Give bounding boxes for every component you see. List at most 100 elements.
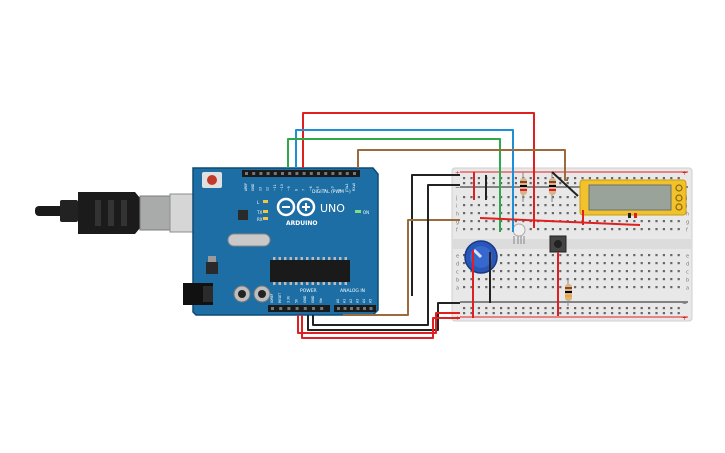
breadboard-hole[interactable]: [514, 212, 517, 215]
breadboard-hole[interactable]: [603, 270, 606, 273]
breadboard-hole[interactable]: [477, 278, 480, 281]
breadboard-hole[interactable]: [581, 286, 584, 289]
breadboard-hole[interactable]: [559, 182, 562, 185]
breadboard-hole[interactable]: [596, 270, 599, 273]
breadboard-hole[interactable]: [551, 270, 554, 273]
breadboard-hole[interactable]: [611, 312, 614, 315]
breadboard-hole[interactable]: [507, 177, 510, 180]
breadboard-hole[interactable]: [514, 177, 517, 180]
breadboard-hole[interactable]: [640, 270, 643, 273]
breadboard-hole[interactable]: [485, 307, 488, 310]
breadboard-hole[interactable]: [492, 278, 495, 281]
breadboard-hole[interactable]: [588, 307, 591, 310]
breadboard-hole[interactable]: [611, 286, 614, 289]
breadboard-hole[interactable]: [500, 196, 503, 199]
breadboard-hole[interactable]: [648, 254, 651, 257]
breadboard-hole[interactable]: [507, 204, 510, 207]
breadboard-hole[interactable]: [485, 278, 488, 281]
digital-pin-hole[interactable]: [309, 172, 313, 175]
breadboard-hole[interactable]: [566, 312, 569, 315]
breadboard-hole[interactable]: [492, 204, 495, 207]
digital-pin-hole[interactable]: [273, 172, 277, 175]
breadboard-hole[interactable]: [625, 220, 628, 223]
breadboard-hole[interactable]: [677, 228, 680, 231]
breadboard-hole[interactable]: [559, 262, 562, 265]
breadboard-hole[interactable]: [500, 182, 503, 185]
breadboard-hole[interactable]: [514, 307, 517, 310]
breadboard-hole[interactable]: [670, 278, 673, 281]
breadboard-hole[interactable]: [537, 286, 540, 289]
breadboard-hole[interactable]: [537, 270, 540, 273]
digital-pin-hole[interactable]: [345, 172, 349, 175]
breadboard-hole[interactable]: [529, 262, 532, 265]
breadboard-hole[interactable]: [618, 270, 621, 273]
breadboard-hole[interactable]: [625, 307, 628, 310]
analog-pin-hole[interactable]: [356, 307, 360, 310]
breadboard-hole[interactable]: [581, 270, 584, 273]
breadboard-hole[interactable]: [529, 196, 532, 199]
breadboard-hole[interactable]: [551, 196, 554, 199]
breadboard-hole[interactable]: [463, 196, 466, 199]
breadboard-hole[interactable]: [633, 270, 636, 273]
breadboard-hole[interactable]: [633, 312, 636, 315]
breadboard-hole[interactable]: [500, 270, 503, 273]
breadboard-hole[interactable]: [596, 278, 599, 281]
breadboard-hole[interactable]: [581, 278, 584, 281]
breadboard-hole[interactable]: [574, 270, 577, 273]
breadboard-hole[interactable]: [566, 212, 569, 215]
breadboard-hole[interactable]: [648, 228, 651, 231]
breadboard-hole[interactable]: [559, 212, 562, 215]
breadboard-hole[interactable]: [507, 278, 510, 281]
breadboard-hole[interactable]: [514, 254, 517, 257]
resistor-1[interactable]: [520, 172, 527, 202]
breadboard-hole[interactable]: [500, 312, 503, 315]
breadboard-hole[interactable]: [470, 204, 473, 207]
breadboard-hole[interactable]: [655, 254, 658, 257]
breadboard-hole[interactable]: [596, 228, 599, 231]
breadboard-hole[interactable]: [662, 270, 665, 273]
lcd-display[interactable]: [579, 179, 687, 218]
breadboard-hole[interactable]: [566, 270, 569, 273]
breadboard-hole[interactable]: [655, 262, 658, 265]
breadboard-hole[interactable]: [581, 177, 584, 180]
breadboard-hole[interactable]: [625, 286, 628, 289]
breadboard-hole[interactable]: [611, 220, 614, 223]
breadboard-hole[interactable]: [529, 312, 532, 315]
breadboard-hole[interactable]: [618, 307, 621, 310]
breadboard-hole[interactable]: [566, 204, 569, 207]
breadboard-hole[interactable]: [514, 286, 517, 289]
breadboard-hole[interactable]: [522, 254, 525, 257]
breadboard-hole[interactable]: [581, 312, 584, 315]
breadboard-hole[interactable]: [492, 307, 495, 310]
breadboard-hole[interactable]: [470, 286, 473, 289]
breadboard-hole[interactable]: [603, 220, 606, 223]
breadboard-hole[interactable]: [618, 278, 621, 281]
breadboard-hole[interactable]: [514, 312, 517, 315]
breadboard-hole[interactable]: [603, 262, 606, 265]
breadboard-hole[interactable]: [566, 196, 569, 199]
breadboard-hole[interactable]: [463, 182, 466, 185]
breadboard-hole[interactable]: [477, 228, 480, 231]
breadboard-hole[interactable]: [522, 262, 525, 265]
breadboard-hole[interactable]: [500, 204, 503, 207]
breadboard-hole[interactable]: [625, 262, 628, 265]
breadboard-hole[interactable]: [537, 212, 540, 215]
breadboard-hole[interactable]: [633, 220, 636, 223]
breadboard-hole[interactable]: [500, 212, 503, 215]
breadboard-hole[interactable]: [625, 278, 628, 281]
breadboard-hole[interactable]: [529, 254, 532, 257]
breadboard-hole[interactable]: [648, 307, 651, 310]
breadboard-hole[interactable]: [633, 228, 636, 231]
breadboard-hole[interactable]: [507, 270, 510, 273]
breadboard-hole[interactable]: [603, 177, 606, 180]
breadboard-hole[interactable]: [662, 307, 665, 310]
breadboard-hole[interactable]: [588, 254, 591, 257]
breadboard-hole[interactable]: [677, 254, 680, 257]
breadboard-hole[interactable]: [640, 254, 643, 257]
breadboard-hole[interactable]: [574, 228, 577, 231]
breadboard-hole[interactable]: [559, 196, 562, 199]
breadboard-hole[interactable]: [640, 220, 643, 223]
breadboard-hole[interactable]: [551, 262, 554, 265]
breadboard-hole[interactable]: [529, 286, 532, 289]
breadboard-hole[interactable]: [492, 220, 495, 223]
